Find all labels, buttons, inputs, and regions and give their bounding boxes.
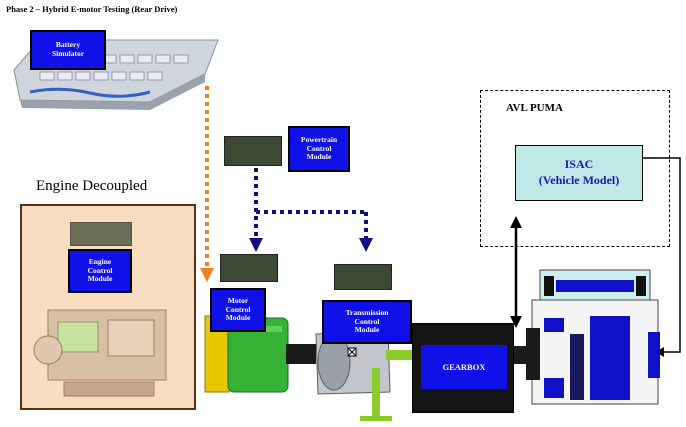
battery-simulator-box: Battery Simulator: [30, 30, 106, 70]
isac-vehicle-model-box: ISAC (Vehicle Model): [515, 145, 643, 201]
pcm-board-image: [224, 136, 282, 166]
avl-puma-title: AVL PUMA: [506, 102, 563, 114]
dynamometer-image: [526, 269, 660, 405]
mcm-board-image: [220, 254, 278, 282]
page-title: Phase 2 – Hybrid E-motor Testing (Rear D…: [6, 4, 178, 14]
gearbox-label: GEARBOX: [421, 345, 507, 389]
ecm-board-image: [70, 222, 132, 246]
engine-decoupled-heading: Engine Decoupled: [36, 178, 148, 194]
avl-puma-boundary: [480, 90, 670, 247]
transmission-image: [315, 329, 414, 421]
motor-control-module-box: Motor Control Module: [210, 288, 266, 332]
powertrain-control-module-box: Powertrain Control Module: [288, 126, 350, 172]
transmission-control-module-box: Transmission Control Module: [322, 300, 412, 344]
engine-control-module-box: Engine Control Module: [68, 249, 132, 293]
engine-image: [33, 309, 167, 397]
tcm-board-image: [334, 264, 392, 290]
